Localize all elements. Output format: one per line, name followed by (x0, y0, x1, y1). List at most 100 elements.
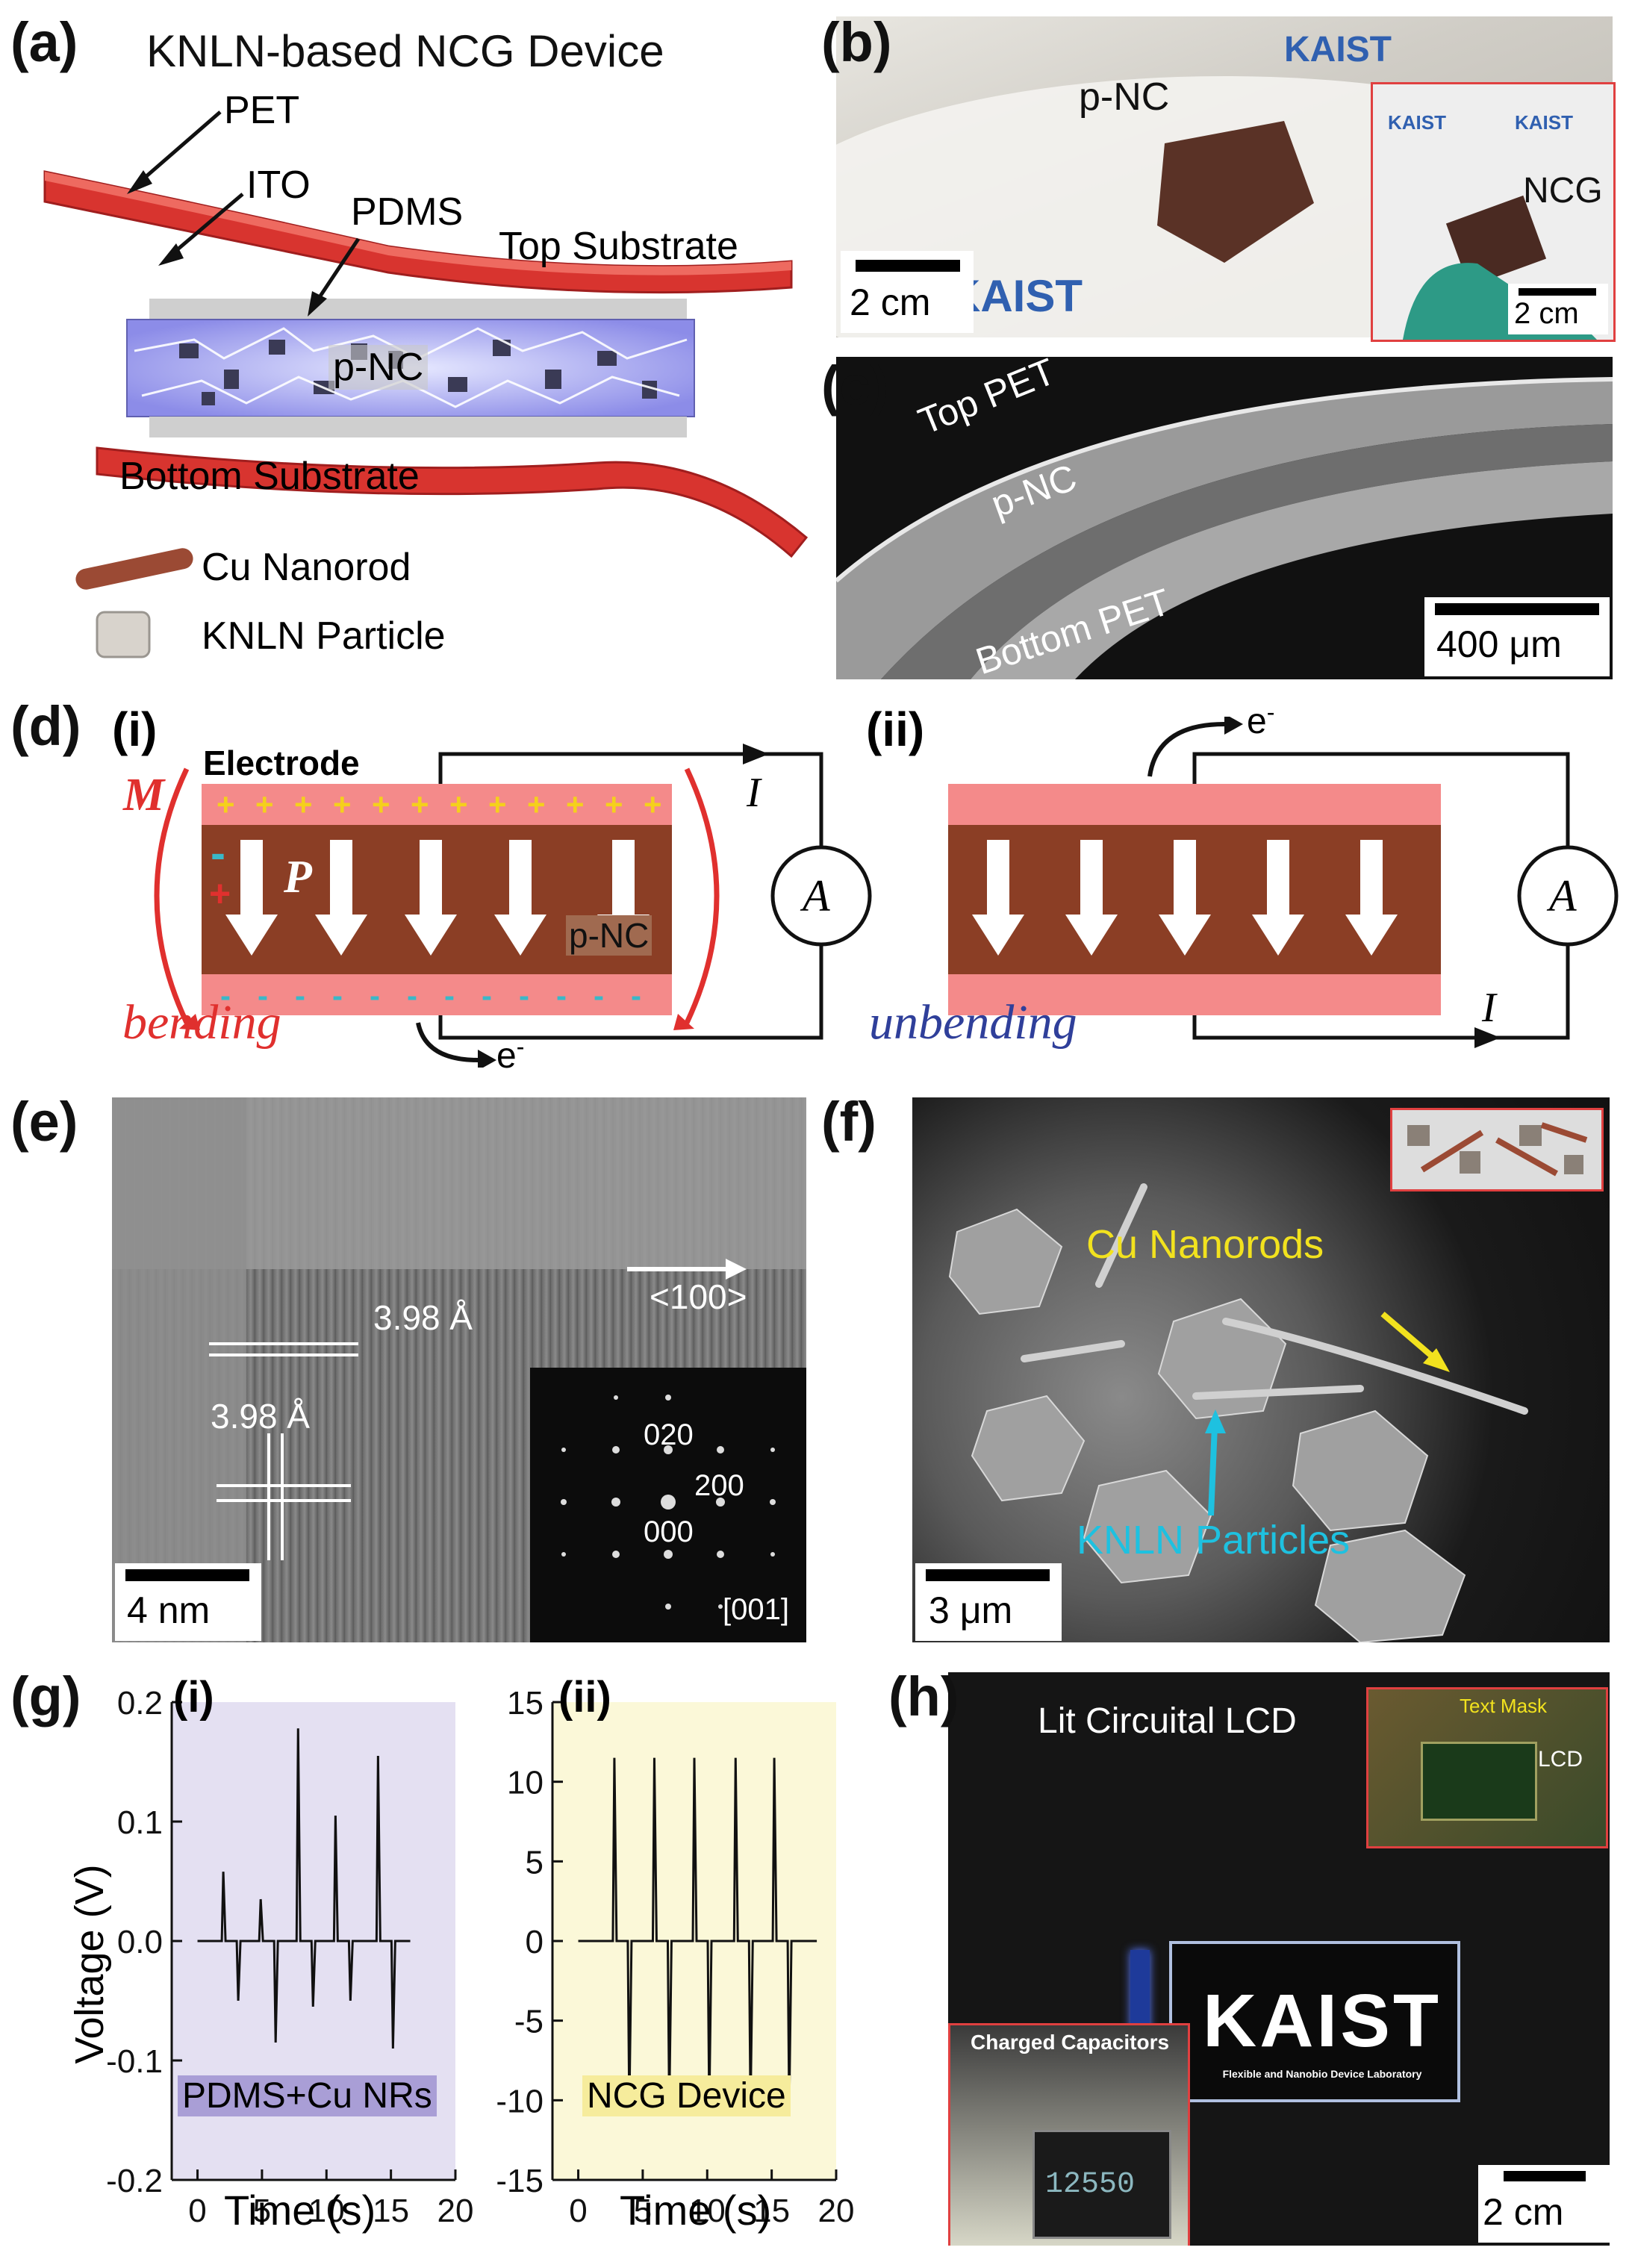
lcd-sub-text: Flexible and Nanobio Device Laboratory (1222, 2068, 1422, 2080)
diffraction-inset (530, 1368, 806, 1642)
y-tick-label: -5 (514, 2004, 544, 2040)
spot-020: 020 (644, 1418, 694, 1451)
svg-text:-: - (295, 978, 305, 1013)
svg-text:KAIST: KAIST (1284, 30, 1392, 69)
label-b-ncg: NCG (1523, 171, 1603, 211)
polarization-arrows-ii (972, 840, 1398, 956)
panel-b-label: (b) (821, 11, 892, 73)
scalebar-c: 400 μm (1424, 597, 1610, 676)
svg-text:+: + (333, 787, 352, 822)
y-tick-label: 15 (507, 1685, 544, 1722)
y-tick-label: 0.1 (117, 1804, 163, 1841)
svg-text:-: - (220, 978, 231, 1013)
svg-text:+: + (255, 787, 274, 822)
inset-text-mask (1366, 1687, 1608, 1848)
y-tick-label: 0 (526, 1924, 544, 1960)
bottom-substrate-shape (96, 446, 809, 558)
label-plus: + (209, 873, 231, 915)
g-sub-ii: (ii) (558, 1673, 611, 1722)
y-tick-label: -0.1 (106, 2043, 163, 2080)
label-electron-i: e- (496, 1033, 525, 1076)
label-d-pnc: p-NC (566, 915, 653, 956)
lcd-photo (948, 1672, 1610, 2246)
legend-cu-nanorod: Cu Nanorod (202, 546, 411, 589)
label-spacing-h: 3.98 Å (373, 1298, 473, 1337)
ammeter-ii-label: A (1549, 871, 1577, 920)
label-pet: PET (224, 89, 300, 132)
svg-text:+: + (294, 787, 313, 822)
tem-image (112, 1097, 806, 1642)
label-minus: - (211, 828, 225, 878)
label-knln-particles: KNLN Particles (1077, 1518, 1351, 1563)
label-electrode: Electrode (203, 744, 360, 782)
pnc-sample-shape (1157, 121, 1314, 263)
y-tick-label: 0.0 (117, 1924, 163, 1960)
x-tick-label: 15 (753, 2193, 790, 2229)
x-tick-label: 20 (818, 2193, 855, 2229)
svg-text:+: + (488, 787, 507, 822)
x-tick-label: 5 (634, 2193, 652, 2229)
lcd-panel (1169, 1941, 1460, 2102)
label-text-mask: Text Mask (1460, 1695, 1548, 1717)
g-xlabel-i: Time (s) (224, 2187, 376, 2234)
label-bending: bending (122, 995, 281, 1050)
panel-f-label: (f) (821, 1091, 876, 1153)
svg-text:-: - (631, 978, 641, 1013)
g-xlabel-ii: Time (s) (620, 2187, 772, 2234)
panel-a-title: KNLN-based NCG Device (146, 26, 664, 76)
ammeter-ii (1517, 845, 1619, 947)
y-tick-label: 10 (507, 1765, 544, 1801)
svg-text:+: + (527, 787, 546, 822)
label-direction: <100> (650, 1277, 747, 1316)
label-b-pnc: p-NC (1079, 75, 1170, 119)
label-p: P (284, 852, 312, 903)
sem-particles (912, 1097, 1610, 1642)
label-lit-lcd: Lit Circuital LCD (1038, 1701, 1297, 1741)
x-tick-label: 5 (253, 2193, 271, 2229)
svg-text:KAIST: KAIST (1388, 111, 1446, 134)
label-spacing-v: 3.98 Å (211, 1397, 310, 1436)
inset-schematic (1390, 1108, 1604, 1191)
knln-particle-icon (96, 611, 151, 658)
meter-reading: 12550 (1045, 2168, 1136, 2202)
label-electron-ii: e- (1247, 699, 1275, 741)
label-bottom-substrate: Bottom Substrate (119, 455, 420, 498)
g-tag-i: PDMS+Cu NRs (178, 2075, 437, 2116)
x-tick-label: 0 (569, 2193, 587, 2229)
scalebar-b-inset: 2 cm (1508, 284, 1608, 334)
label-m: M (123, 770, 165, 820)
svg-text:-: - (556, 978, 567, 1013)
ammeter-i (770, 845, 872, 947)
panel-e-label: (e) (10, 1091, 78, 1153)
label-top-substrate: Top Substrate (499, 225, 738, 268)
y-tick-label: 5 (526, 1844, 544, 1881)
scalebar-b-main: 2 cm (841, 251, 974, 333)
label-zone-axis: [001] (723, 1593, 789, 1626)
label-capacitors: Charged Capacitors (971, 2031, 1170, 2054)
label-current-ii: I (1482, 985, 1496, 1031)
panel-a-label: (a) (10, 11, 78, 73)
svg-text:-: - (258, 978, 268, 1013)
legend-knln-particle: KNLN Particle (202, 614, 446, 658)
cu-nanorod-icon (75, 548, 193, 590)
svg-text:-: - (332, 978, 343, 1013)
svg-text:-: - (444, 978, 455, 1013)
x-tick-label: 10 (308, 2193, 345, 2229)
scalebar-f: 3 μm (915, 1563, 1062, 1641)
y-tick-label: -10 (496, 2083, 544, 2119)
y-tick-label: 0.2 (117, 1685, 163, 1722)
svg-text:-: - (370, 978, 380, 1013)
svg-text:+: + (372, 787, 390, 822)
spot-200: 200 (694, 1469, 744, 1502)
x-tick-label: 10 (689, 2193, 726, 2229)
g-tag-ii: NCG Device (582, 2075, 791, 2116)
y-tick-label: -15 (496, 2163, 544, 2199)
lcd-kaist-text: KAIST (1203, 1979, 1442, 2063)
svg-text:-: - (594, 978, 604, 1013)
panel-g-label: (g) (10, 1666, 81, 1728)
svg-text:+: + (566, 787, 585, 822)
svg-text:+: + (411, 787, 429, 822)
spot-000: 000 (644, 1515, 694, 1548)
inset-capacitors (948, 2023, 1190, 2246)
